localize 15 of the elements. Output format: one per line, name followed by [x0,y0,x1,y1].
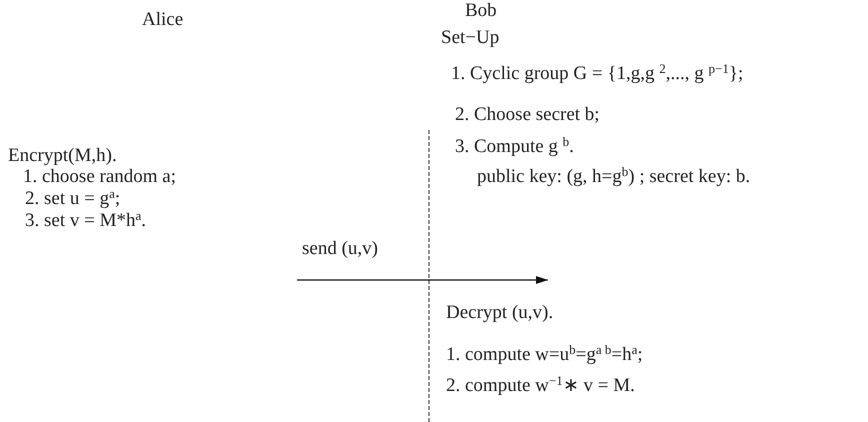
section-heading: Set−Up [441,27,500,49]
key-text: public key: (g, h=g$^{b}$) ; secret key: b. [477,166,750,188]
participant-name: Bob [465,0,497,22]
step-text: 2. set u = g$^{a}$; [25,188,120,210]
step-text: 2. compute w$^{−1}$∗ v = M. [446,375,635,397]
participant-name: Alice [142,9,184,31]
section-heading: Decrypt (u,v). [446,302,554,324]
step-text: 2. Choose secret b; [455,104,600,126]
step-text: 1. Cyclic group G = {1,g,g $^{2}$,..., g $^{p−1}$}; [451,63,744,85]
step-text: 3. Compute g $^{b}$. [455,136,574,158]
step-text: 1. compute w=u$^{b}$=g$^{a b}$=h$^{a}$; [446,344,643,366]
message-label: send (u,v) [302,238,378,260]
section-heading: Encrypt(M,h). [8,145,117,167]
step-text: 1. choose random a; [23,166,176,188]
step-text: 3. set v = M*h$^{a}$. [25,210,146,232]
